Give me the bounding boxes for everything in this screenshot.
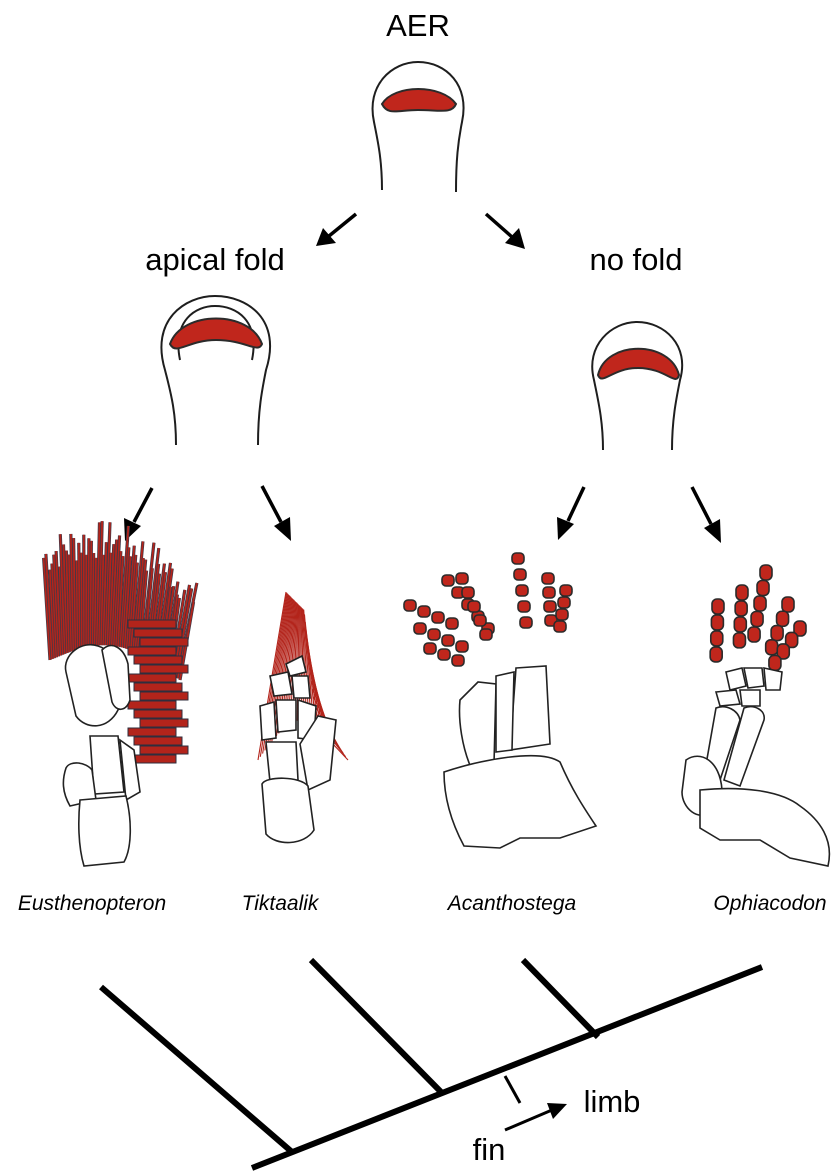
- tiktaalik-fin-illustration: [258, 592, 348, 843]
- arrow-to-acanthostega: [557, 487, 584, 540]
- taxon-label-ophiacodon: Ophiacodon: [713, 892, 826, 915]
- ophiacodon-limb-illustration: [682, 565, 829, 866]
- arrow-to-apical-fold: [316, 214, 356, 246]
- arrow-to-ophiacodon: [692, 487, 721, 543]
- heading-no-fold: no fold: [589, 242, 682, 277]
- cladogram-branch-eusthenopteron: [101, 987, 292, 1152]
- taxon-label-eusthenopteron: Eusthenopteron: [18, 892, 166, 915]
- acanthostega-limb-illustration: [404, 553, 596, 848]
- limb-bud-aer: [373, 62, 464, 192]
- taxon-label-tiktaalik: Tiktaalik: [242, 892, 320, 915]
- cladogram-branch-acanthostega: [523, 960, 598, 1037]
- heading-apical-fold: apical fold: [145, 242, 285, 277]
- cladogram-branch-tiktaalik: [311, 960, 443, 1094]
- arrow-to-no-fold: [486, 214, 525, 249]
- heading-aer: AER: [386, 8, 450, 43]
- cladogram: [101, 960, 762, 1168]
- fin-limb-transition-tick: [505, 1076, 520, 1103]
- limb-bud-no-fold: [592, 322, 682, 450]
- cladogram-label-fin: fin: [473, 1132, 506, 1167]
- arrow-fin-to-limb: [505, 1103, 567, 1130]
- taxon-label-acanthostega: Acanthostega: [446, 892, 576, 915]
- eusthenopteron-fin-illustration: [44, 521, 197, 866]
- limb-bud-apical-fold: [161, 296, 270, 445]
- cladogram-main-stem: [252, 967, 762, 1168]
- cladogram-label-limb: limb: [584, 1084, 641, 1119]
- arrow-to-tiktaalik: [262, 486, 291, 541]
